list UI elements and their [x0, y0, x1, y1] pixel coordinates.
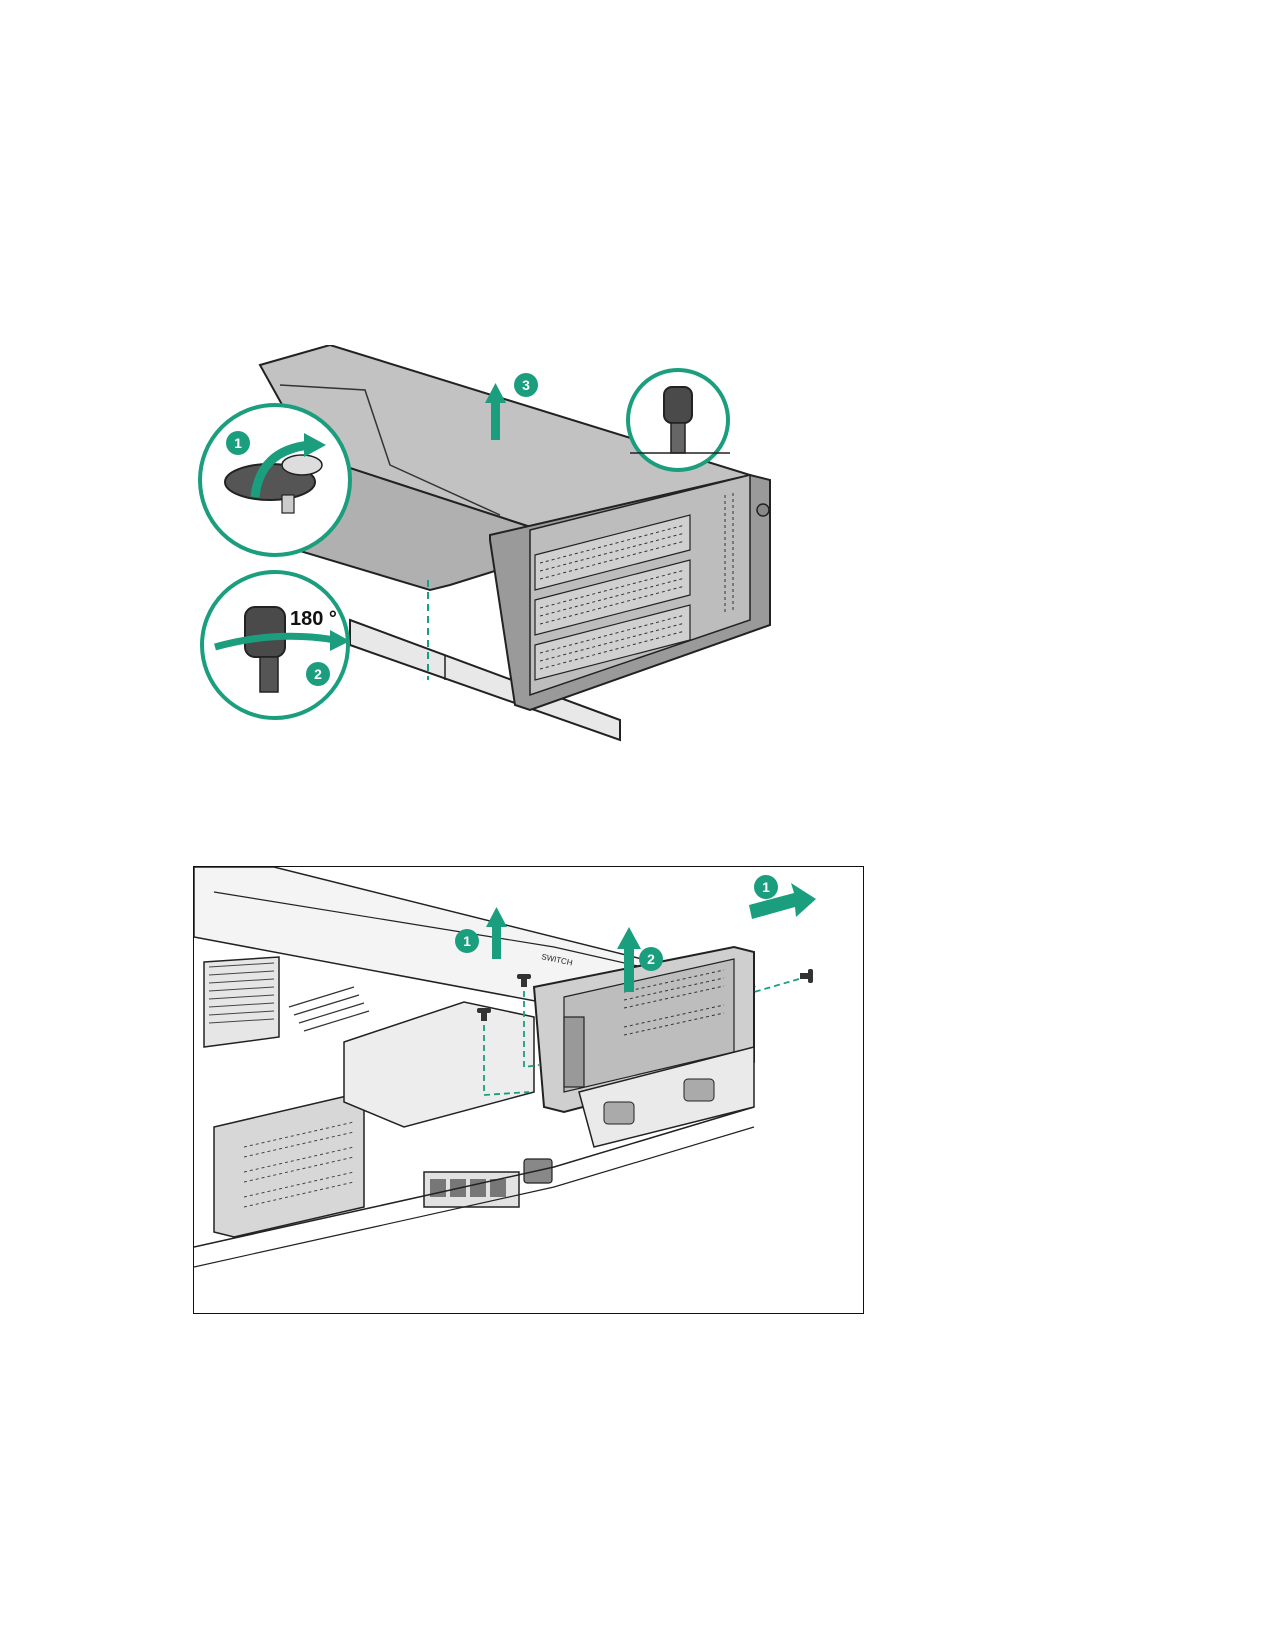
slot-cover-3: [534, 604, 691, 681]
expansion-slot-bracket: [489, 473, 771, 712]
callout-1-bracket-label: 1: [463, 933, 471, 949]
riser-screw-left: [477, 1008, 491, 1021]
slot-cover-2: [534, 559, 691, 636]
chassis-riser-removal-figure: SWITCH 1: [193, 866, 864, 1314]
callout-1-screw-label: 1: [762, 879, 770, 895]
callout-2-label: 2: [314, 666, 322, 682]
slot-cover-1: [534, 514, 691, 591]
screw-guides: [483, 978, 800, 1096]
inset-loosen-screw: 1: [198, 403, 352, 557]
riser-cage-illustration: 3 1 180 ° 2: [198, 345, 771, 742]
inset-plunger-detail: [626, 368, 730, 472]
rear-screw: [800, 969, 813, 983]
power-supply-bays: [578, 1046, 755, 1148]
remove-screw-arrow: 1: [749, 875, 816, 919]
chassis-illustration: SWITCH 1: [194, 867, 816, 1268]
lift-screw-arrow: 1: [455, 907, 507, 959]
processor-heatsink: [203, 956, 280, 1048]
callout-1-label: 1: [234, 435, 242, 451]
callout-3-badge: 3: [514, 373, 538, 397]
lift-cage-arrow: [485, 383, 506, 440]
primary-riser-cage: [213, 1091, 365, 1238]
inset-rotate-plunger: 180 ° 2: [200, 570, 350, 720]
riser-cage-removal-figure: 3 1 180 ° 2: [190, 345, 830, 795]
callout-2-label-fig2: 2: [647, 951, 655, 967]
dimm-slots: [288, 986, 370, 1032]
rotation-label: 180 °: [290, 608, 337, 630]
lift-riser-arrow: 2: [617, 927, 663, 992]
callout-3-label: 3: [522, 377, 530, 393]
riser-screw-middle: [517, 974, 531, 987]
rear-network-ports: [423, 1158, 553, 1208]
air-baffle: [343, 1001, 535, 1128]
